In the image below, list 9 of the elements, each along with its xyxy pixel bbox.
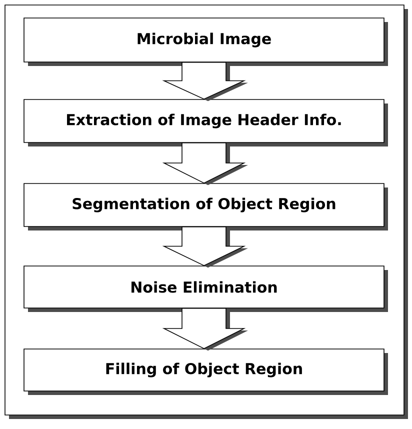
process-box: Microbial Image bbox=[24, 18, 388, 66]
block-arrow bbox=[162, 226, 248, 268]
process-box: Extraction of Image Header Info. bbox=[24, 99, 388, 146]
block-arrow bbox=[162, 62, 248, 102]
process-box: Filling of Object Region bbox=[24, 348, 388, 395]
process-box: Noise Elimination bbox=[24, 266, 388, 312]
block-arrow bbox=[162, 308, 248, 351]
block-arrow bbox=[162, 142, 248, 186]
process-box: Segmentation of Object Region bbox=[24, 183, 388, 230]
